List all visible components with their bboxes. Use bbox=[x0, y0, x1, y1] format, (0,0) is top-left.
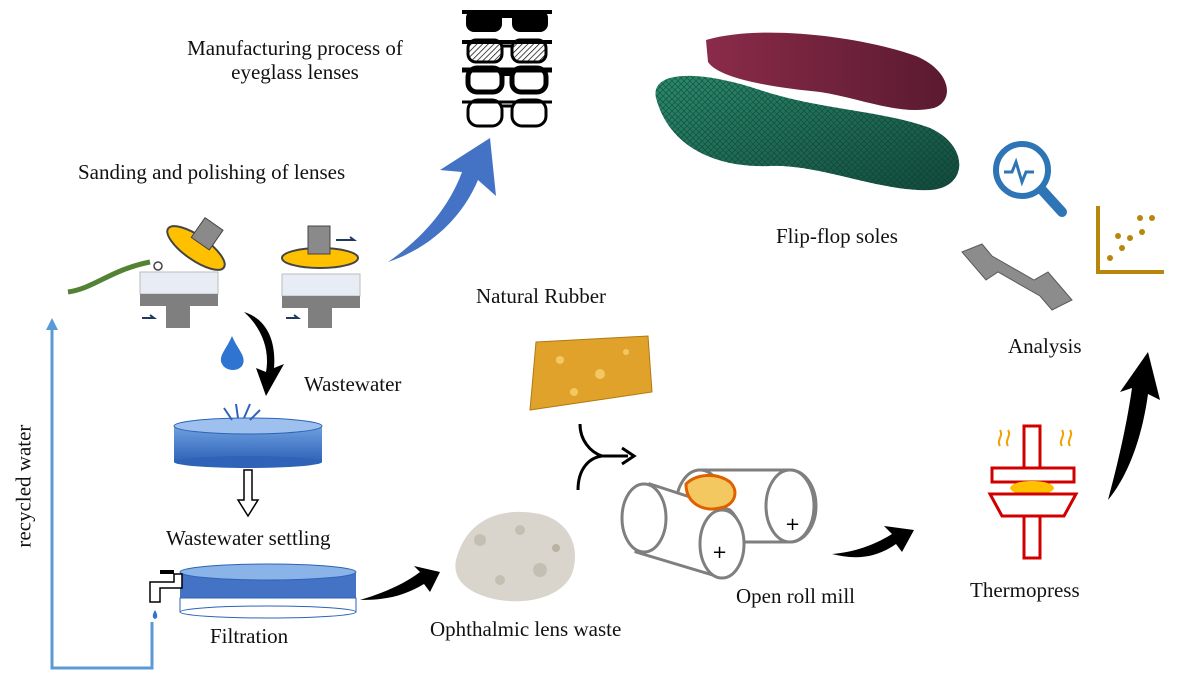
svg-text:+: + bbox=[785, 514, 800, 535]
label-natural-rubber: Natural Rubber bbox=[476, 284, 607, 308]
label-recycled-water: recycled water bbox=[11, 424, 36, 548]
label-manufacturing: Manufacturing process of eyeglass lenses bbox=[187, 36, 403, 85]
label-open-roll-mill: Open roll mill bbox=[736, 584, 855, 608]
label-filtration: Filtration bbox=[210, 624, 289, 648]
label-lens-waste: Ophthalmic lens waste bbox=[430, 617, 622, 641]
label-wastewater: Wastewater bbox=[304, 372, 402, 396]
lens-waste-powder bbox=[455, 511, 576, 602]
label-sanding: Sanding and polishing of lenses bbox=[78, 160, 346, 184]
natural-rubber-block bbox=[529, 335, 653, 411]
tensile-specimen-icon bbox=[961, 243, 1073, 311]
roll-mill-icon: + + bbox=[620, 468, 818, 580]
settling-tank-icon bbox=[173, 403, 323, 468]
black-arrow-right-1 bbox=[360, 566, 440, 600]
flip-flop-soles-image bbox=[655, 32, 960, 191]
svg-text:+: + bbox=[712, 542, 727, 563]
black-arrow-right-2 bbox=[832, 526, 914, 558]
thermopress-icon bbox=[987, 424, 1079, 560]
blue-flow-arrow bbox=[388, 138, 496, 262]
filtration-tank-icon bbox=[179, 563, 357, 619]
label-flipflop: Flip-flop soles bbox=[776, 224, 898, 248]
lens-polisher-icon bbox=[67, 216, 361, 328]
label-settling: Wastewater settling bbox=[166, 526, 331, 550]
eyeglasses-icon bbox=[462, 10, 552, 128]
hollow-arrow-down bbox=[236, 469, 260, 518]
recycled-water-line bbox=[50, 326, 154, 670]
black-arrow-down bbox=[244, 312, 284, 396]
water-drop-icon bbox=[220, 336, 244, 370]
label-analysis: Analysis bbox=[1008, 334, 1082, 358]
label-thermopress: Thermopress bbox=[970, 578, 1080, 602]
merge-arrow bbox=[576, 423, 628, 491]
scatter-chart-icon bbox=[1096, 206, 1164, 274]
faucet-icon bbox=[149, 570, 183, 619]
recycle-arrowhead bbox=[46, 318, 58, 330]
black-arrow-up bbox=[1108, 352, 1160, 500]
magnifier-signal-icon bbox=[993, 141, 1067, 217]
